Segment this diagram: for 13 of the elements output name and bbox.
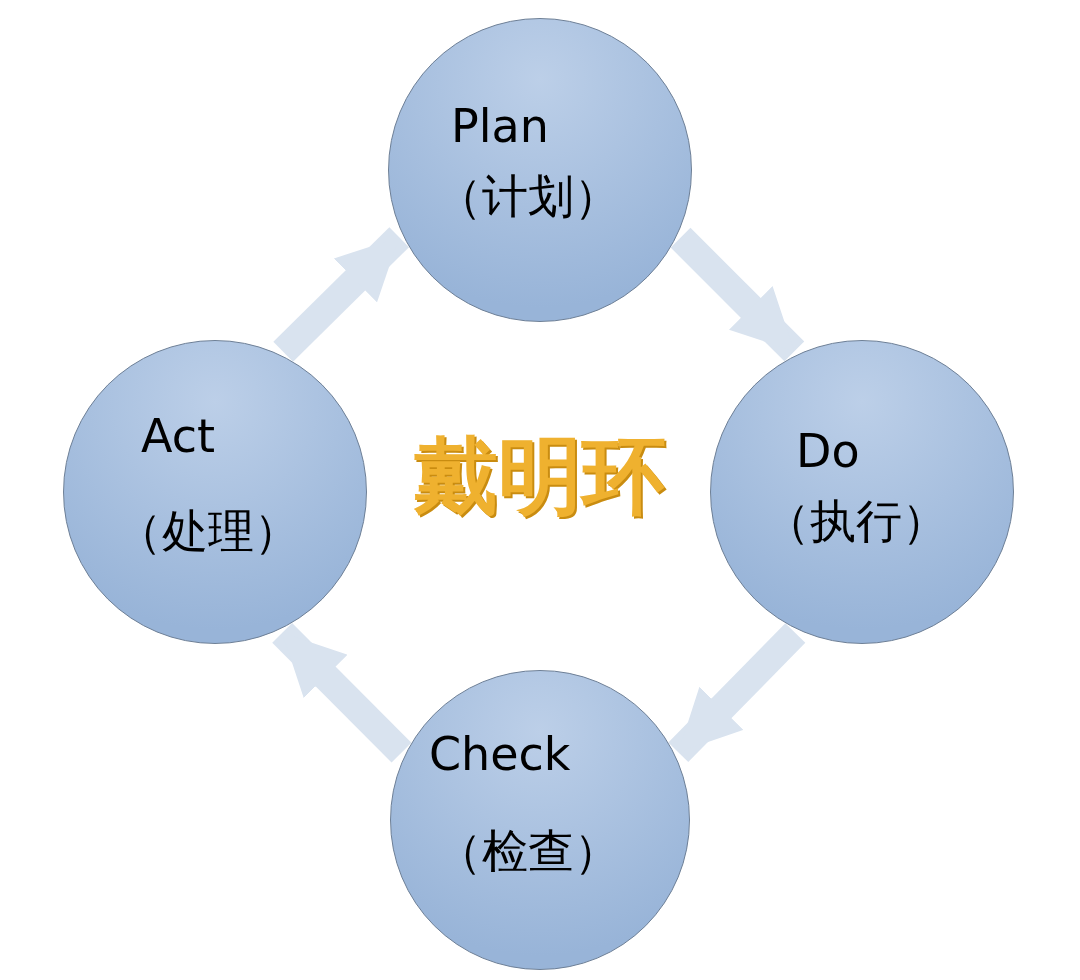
block-arrow xyxy=(272,622,412,763)
stage-name-chinese: （计划） xyxy=(436,171,620,222)
stage-name: Plan xyxy=(451,101,549,152)
cycle-title: 戴明环 xyxy=(413,426,667,527)
stage-name-chinese: （执行） xyxy=(764,496,948,547)
stage-name-chinese: （处理） xyxy=(116,506,300,557)
block-arrow xyxy=(273,227,410,362)
stage-name: Check xyxy=(429,729,571,780)
stage-name-chinese: （检查） xyxy=(436,826,620,877)
stage-name: Do xyxy=(796,426,860,477)
stage-name: Act xyxy=(141,411,215,462)
block-arrow xyxy=(670,227,805,362)
block-arrow xyxy=(668,623,806,762)
